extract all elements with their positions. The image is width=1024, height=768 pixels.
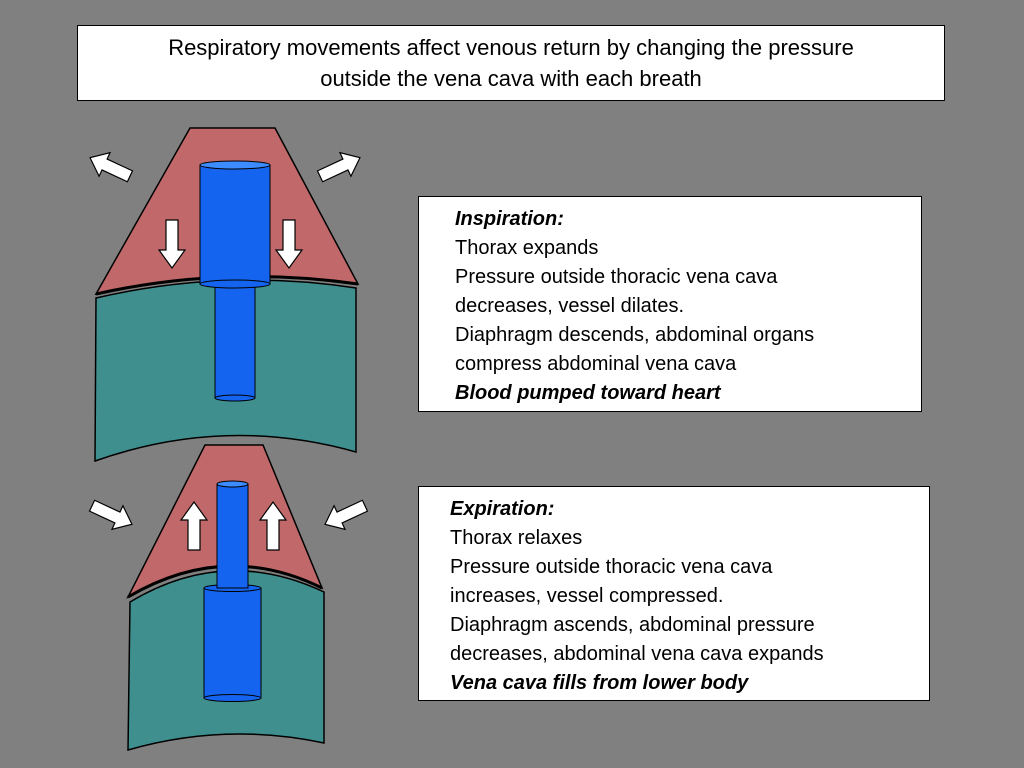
inspiration-line: Thorax expands: [455, 237, 599, 259]
expiration-line: Diaphragm ascends, abdominal pressure: [450, 614, 815, 636]
arrow-inward-icon: [318, 493, 372, 537]
inspiration-summary: Blood pumped toward heart: [455, 382, 721, 404]
expiration-heading: Expiration:: [450, 498, 555, 520]
slide-title: Respiratory movements affect venous retu…: [168, 32, 854, 94]
inspiration-heading: Inspiration:: [455, 208, 564, 230]
expiration-summary: Vena cava fills from lower body: [450, 672, 749, 694]
inspiration-line: decreases, vessel dilates.: [455, 295, 685, 317]
expiration-line: Thorax relaxes: [450, 527, 583, 549]
abdominal-vena-cava: [214, 281, 256, 402]
expiration-line: increases, vessel compressed.: [450, 585, 724, 607]
expiration-text-box: Expiration: Thorax relaxes Pressure outs…: [418, 486, 930, 701]
arrow-outward-icon: [313, 145, 367, 189]
thoracic-vena-cava: [216, 480, 249, 589]
title-line-2: outside the vena cava with each breath: [320, 66, 702, 91]
expiration-diagram: [85, 444, 372, 752]
inspiration-text-box: Inspiration: Thorax expands Pressure out…: [418, 196, 922, 412]
arrow-inward-icon: [85, 493, 139, 537]
arrow-outward-icon: [83, 145, 137, 189]
inspiration-line: compress abdominal vena cava: [455, 353, 737, 375]
abdominal-vena-cava: [203, 584, 262, 702]
inspiration-line: Diaphragm descends, abdominal organs: [455, 324, 815, 346]
title-box: Respiratory movements affect venous retu…: [77, 25, 945, 101]
thoracic-vena-cava: [199, 160, 271, 289]
inspiration-diagram: [83, 127, 367, 463]
inspiration-line: Pressure outside thoracic vena cava: [455, 266, 778, 288]
expiration-line: decreases, abdominal vena cava expands: [450, 643, 824, 665]
expiration-line: Pressure outside thoracic vena cava: [450, 556, 773, 578]
title-line-1: Respiratory movements affect venous retu…: [168, 35, 854, 60]
